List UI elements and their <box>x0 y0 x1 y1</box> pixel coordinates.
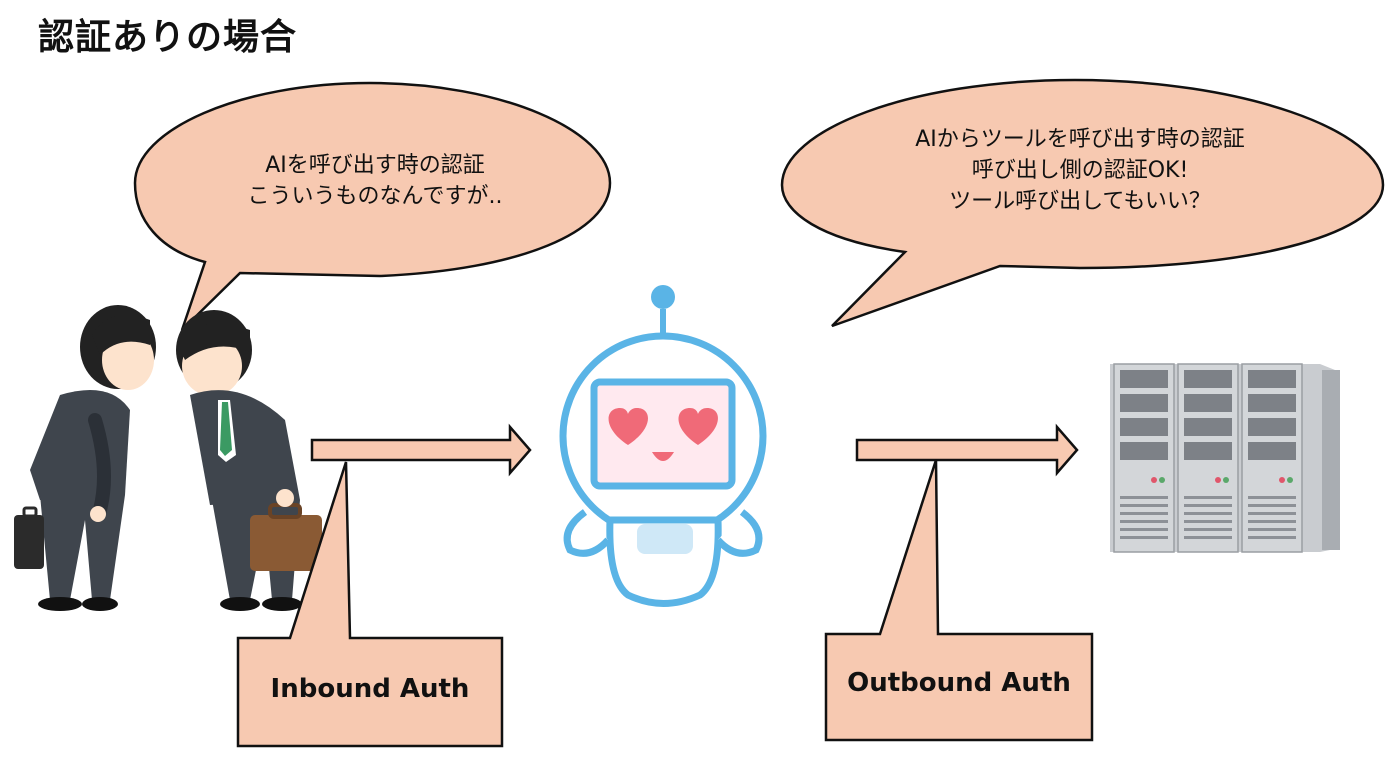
vent-slot <box>1120 536 1168 539</box>
drive-bay <box>1184 418 1232 436</box>
vent-slot <box>1184 528 1232 531</box>
left-speech-bubble <box>133 81 612 331</box>
drive-bay <box>1184 442 1232 460</box>
outbound-arrow <box>855 423 1079 477</box>
vent-slot <box>1248 520 1296 523</box>
right-bubble-line: 呼び出し側の認証OK! <box>971 158 1189 183</box>
right-businessman <box>176 310 322 611</box>
drive-bay <box>1184 370 1232 388</box>
status-led <box>1287 477 1293 483</box>
outbound-auth-label: Outbound Auth <box>847 668 1071 698</box>
drive-bay <box>1248 442 1296 460</box>
left-bubble-line: こういうものなんですが.. <box>247 184 503 209</box>
right-bubble-text: AIからツールを呼び出す時の認証 呼び出し側の認証OK! ツール呼び出してもいい… <box>850 124 1310 217</box>
vent-slot <box>1248 512 1296 515</box>
right-speech-bubble <box>780 78 1385 328</box>
drive-bay <box>1248 418 1296 436</box>
heart-right-icon <box>678 408 718 445</box>
vent-slot <box>1248 504 1296 507</box>
vent-slot <box>1184 512 1232 515</box>
drive-bay <box>1248 370 1296 388</box>
page-title: 認証ありの場合 <box>38 17 298 58</box>
heart-left-icon <box>608 408 648 445</box>
drive-bay <box>1248 394 1296 412</box>
right-bubble-line: AIからツールを呼び出す時の認証 <box>915 127 1245 152</box>
inbound-arrow <box>310 423 532 477</box>
status-led <box>1223 477 1229 483</box>
status-led <box>1159 477 1165 483</box>
inbound-callout <box>236 461 504 748</box>
vent-slot <box>1120 496 1168 499</box>
vent-slot <box>1184 496 1232 499</box>
robot-ai-illustration <box>559 285 767 607</box>
vent-slot <box>1120 520 1168 523</box>
vent-slot <box>1248 528 1296 531</box>
vent-slot <box>1184 520 1232 523</box>
drive-bay <box>1120 370 1168 388</box>
status-led <box>1215 477 1221 483</box>
businessmen-bowing-illustration <box>14 305 322 611</box>
left-bubble-line: AIを呼び出す時の認証 <box>265 153 485 178</box>
left-bubble-text: AIを呼び出す時の認証 こういうものなんですが.. <box>195 150 555 212</box>
vent-slot <box>1120 512 1168 515</box>
vent-slot <box>1184 504 1232 507</box>
server-rack-illustration <box>1110 363 1340 553</box>
outbound-callout <box>824 459 1094 742</box>
vent-slot <box>1120 504 1168 507</box>
drive-bay <box>1120 394 1168 412</box>
left-businessman <box>14 305 156 611</box>
drive-bay <box>1120 442 1168 460</box>
right-bubble-line: ツール呼び出してもいい？ <box>949 189 1211 214</box>
status-led <box>1151 477 1157 483</box>
vent-slot <box>1248 536 1296 539</box>
vent-slot <box>1184 536 1232 539</box>
status-led <box>1279 477 1285 483</box>
vent-slot <box>1248 496 1296 499</box>
vent-slot <box>1120 528 1168 531</box>
drive-bay <box>1184 394 1232 412</box>
inbound-auth-label: Inbound Auth <box>270 674 470 704</box>
drive-bay <box>1120 418 1168 436</box>
